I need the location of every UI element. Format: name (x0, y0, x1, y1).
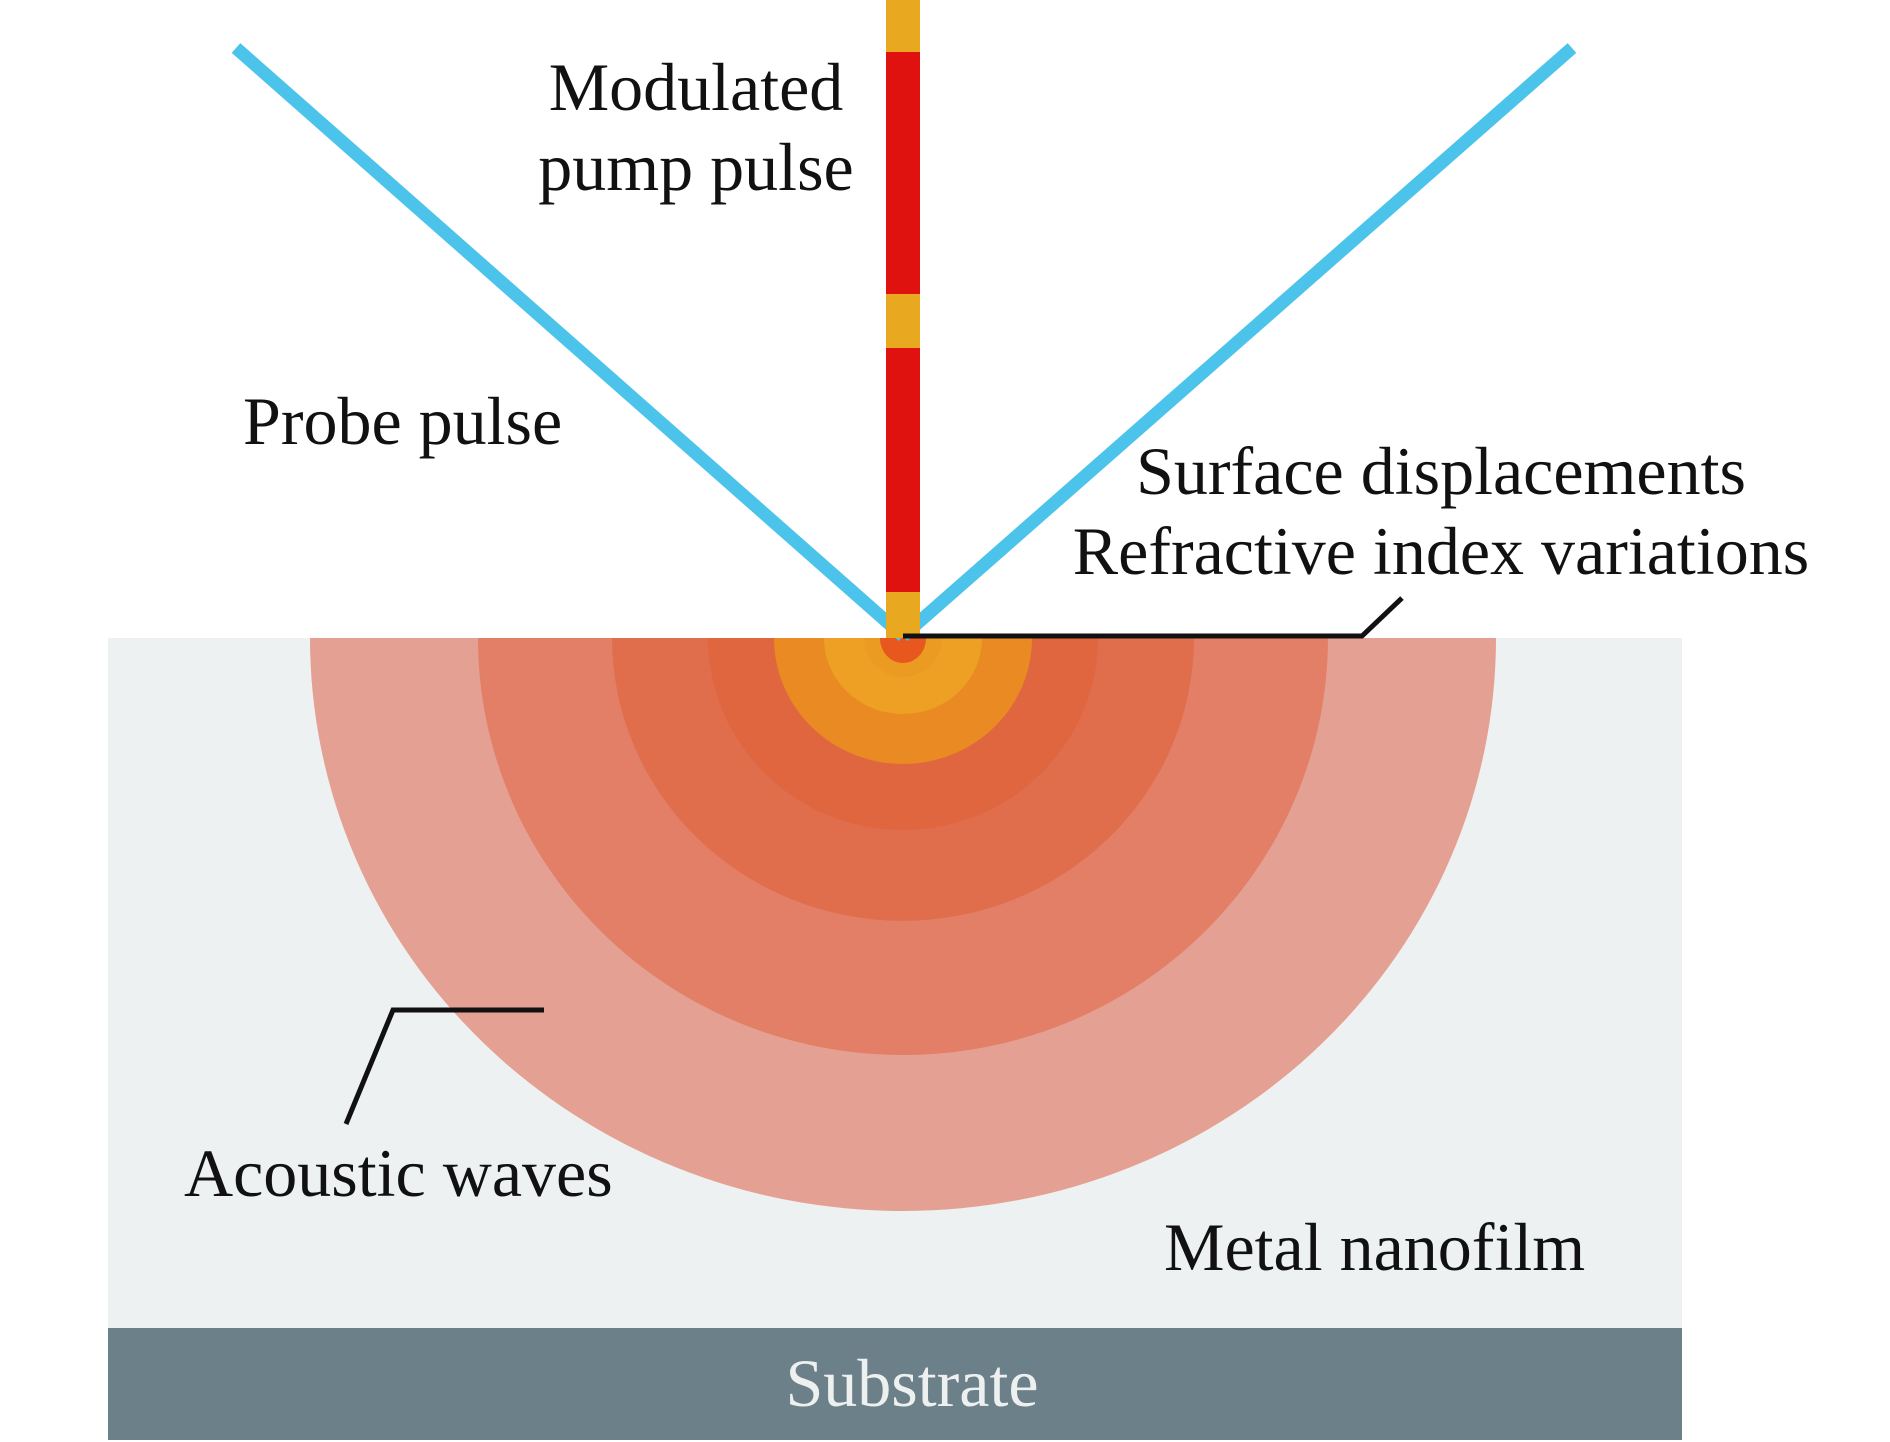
acoustic-label: Acoustic waves (184, 1135, 613, 1211)
probe-pulse-beams (231, 43, 1577, 641)
acoustic-leader-line (343, 1007, 544, 1125)
surface-label-line2: Refractive index variations (1073, 513, 1809, 589)
pump-segment-red (886, 348, 920, 592)
pump-pulse-beam (886, 0, 920, 638)
surface-label-line1: Surface displacements (1136, 433, 1746, 509)
probe-incident-beam (231, 43, 908, 641)
pump-segment-amber (886, 294, 920, 348)
surface-leader-line (903, 596, 1404, 639)
pump-segment-red (886, 52, 920, 294)
acoustic-wave-rings (310, 638, 1496, 1211)
pump-label-line2: pump pulse (538, 129, 853, 205)
substrate-label: Substrate (785, 1345, 1038, 1421)
pump-segment-amber (886, 0, 920, 52)
probe-label: Probe pulse (243, 383, 562, 459)
pump-segment-amber (886, 592, 920, 638)
heat-spot (880, 638, 926, 663)
probe-reflected-beam (898, 43, 1577, 641)
film-label: Metal nanofilm (1164, 1209, 1585, 1285)
substrate-layer (108, 1328, 1682, 1440)
pump-label-line1: Modulated (549, 49, 844, 125)
